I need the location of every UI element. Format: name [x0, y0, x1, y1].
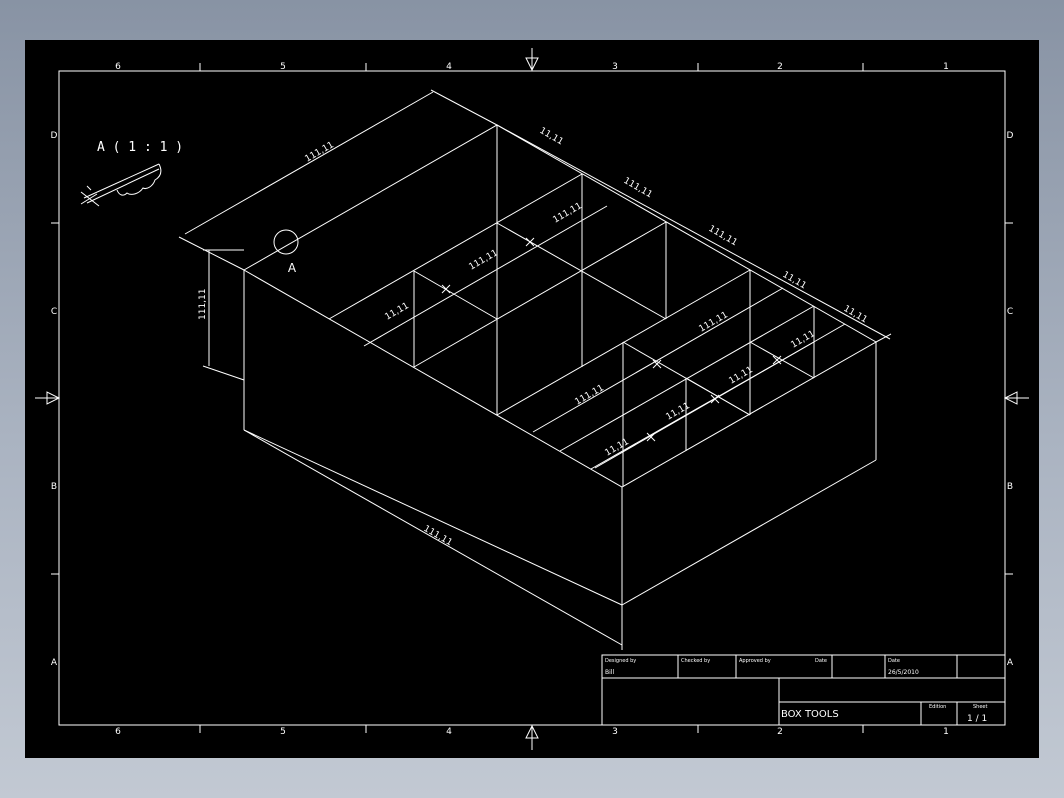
dim-compartment-a: 11,11 — [538, 126, 565, 148]
col-label-bottom: 3 — [612, 727, 618, 737]
center-mark-right — [1003, 391, 1029, 405]
row-label-left: D — [51, 131, 58, 141]
drawing-canvas: 6 5 4 3 2 1 6 5 4 3 2 1 D C B A D C B A — [35, 48, 1029, 750]
drawing-frame — [35, 48, 1029, 750]
box-bottom-left — [243, 429, 623, 606]
row-label-right: A — [1007, 658, 1014, 668]
approval-date-label: Date — [815, 658, 827, 664]
dim-line-length — [243, 429, 623, 646]
dim-overall-height: 111,11 — [198, 289, 208, 321]
date-value: 26/5/2010 — [888, 669, 919, 676]
dim-line-right — [496, 124, 891, 340]
box-top-rim — [242, 124, 878, 488]
col-label-top: 4 — [446, 62, 452, 72]
row-label-left: B — [51, 482, 57, 492]
detail-callout[interactable]: A — [273, 229, 299, 275]
dim-inner-f: 11,11 — [384, 301, 411, 323]
col-label-top: 3 — [612, 62, 618, 72]
detail-circle — [273, 229, 299, 255]
col-label-bottom: 6 — [115, 727, 121, 737]
center-mark-left — [35, 391, 61, 405]
divider-marks — [441, 237, 782, 442]
dim-inner-b2: 111,11 — [698, 310, 730, 334]
center-mark-bottom — [525, 724, 539, 750]
row-label-left: C — [51, 307, 57, 317]
dim-compartment-c: 111,11 — [707, 224, 739, 248]
approved-by-label: Approved by — [739, 658, 771, 664]
col-label-top: 2 — [777, 62, 783, 72]
col-label-top: 6 — [115, 62, 121, 72]
box-bottom-right — [621, 459, 877, 606]
dim-overall-width: 111,11 — [304, 140, 336, 164]
dim-inner-c2: 111,11 — [574, 383, 606, 407]
col-label-top: 1 — [943, 62, 949, 72]
dim-line-inner-1 — [363, 205, 608, 347]
designed-by-value: Bill — [605, 669, 614, 676]
drawing-viewport[interactable]: 6 5 4 3 2 1 6 5 4 3 2 1 D C B A D C B A — [25, 40, 1039, 758]
edition-label: Edition — [929, 704, 946, 710]
sheet-label: Sheet — [973, 704, 987, 710]
row-label-right: D — [1007, 131, 1014, 141]
isometric-box-view[interactable] — [242, 124, 878, 606]
col-label-top: 5 — [280, 62, 286, 72]
drawing-title: BOX TOOLS — [781, 709, 839, 720]
title-block — [601, 654, 1006, 726]
sheet-value: 1 / 1 — [967, 714, 987, 724]
dimension-lines — [178, 89, 892, 650]
detail-callout-label: A — [288, 261, 297, 275]
col-label-bottom: 1 — [943, 727, 949, 737]
row-label-right: B — [1007, 482, 1013, 492]
dimension-values: 111,11 111,11 111,11 11,11 111,11 111,11… — [198, 126, 869, 548]
dim-compartment-d: 11,11 — [781, 270, 808, 292]
col-label-bottom: 2 — [777, 727, 783, 737]
row-label-left: A — [51, 658, 58, 668]
detail-view-title: A ( 1 : 1 ) — [97, 140, 183, 155]
date-label: Date — [888, 658, 900, 664]
dim-compartment-b: 111,11 — [622, 176, 654, 200]
dim-overall-length: 111,11 — [422, 524, 454, 548]
designed-by-label: Designed by — [605, 658, 636, 664]
row-label-right: C — [1007, 307, 1013, 317]
checked-by-label: Checked by — [681, 658, 710, 664]
detail-view-a: A ( 1 : 1 ) — [80, 140, 183, 207]
col-label-bottom: 4 — [446, 727, 452, 737]
col-label-bottom: 5 — [280, 727, 286, 737]
center-mark-top — [525, 48, 539, 72]
dim-inner-e2: 11,11 — [790, 329, 817, 351]
dim-line-inner-3 — [594, 323, 846, 469]
dim-compartment-e: 11,11 — [842, 304, 869, 326]
dim-line-inner-2 — [532, 287, 784, 433]
title-block-text: Designed by Bill Checked by Approved by … — [605, 658, 987, 724]
inner-border — [58, 70, 1006, 726]
zone-labels: 6 5 4 3 2 1 6 5 4 3 2 1 D C B A D C B A — [51, 62, 1014, 737]
dim-inner-b: 111,11 — [468, 248, 500, 272]
dim-line-width — [184, 91, 434, 235]
